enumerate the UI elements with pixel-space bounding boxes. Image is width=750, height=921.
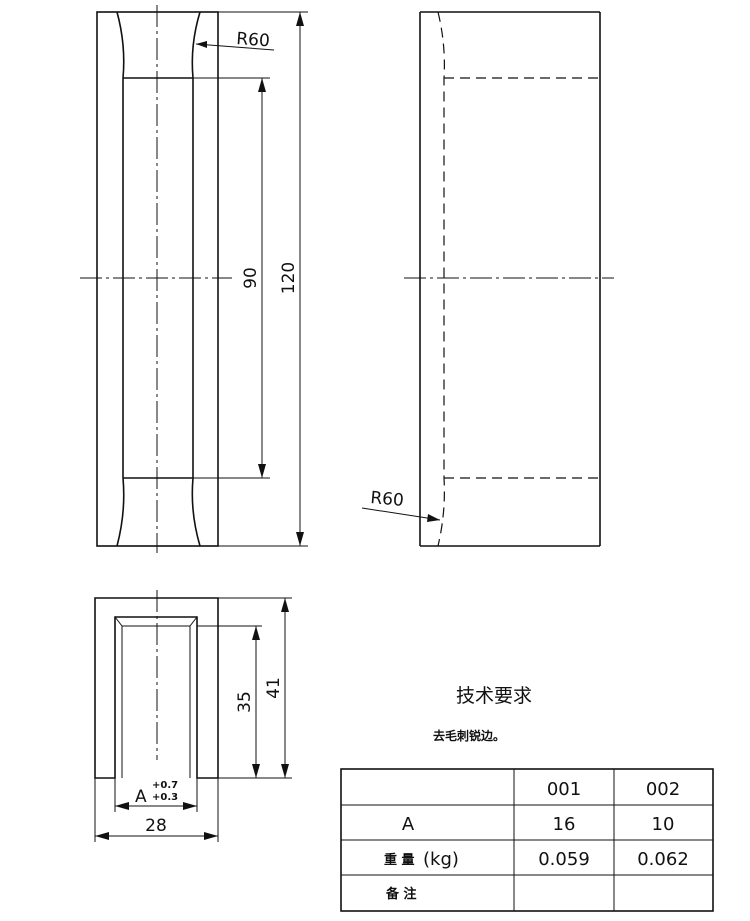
technical-notes: 技术要求 去毛刺锐边。 [433, 685, 532, 743]
d35-label: 35 [235, 691, 255, 713]
da-tol-upper: +0.7 [152, 780, 178, 791]
d120-arrow-top [296, 12, 304, 26]
specs-table: 001 002 A 16 10 重 量 (kg) 0.059 0.062 备 注 [340, 768, 714, 912]
r60-top-arrowhead [196, 41, 207, 48]
side-hidden-profile [437, 11, 445, 547]
front-arc-top-right [191, 11, 201, 79]
front-view: R60 90 120 [80, 5, 308, 553]
d28-label: 28 [145, 816, 167, 836]
end-view: 35 41 A +0.7 +0.3 28 [94, 590, 292, 842]
da-label: A [135, 787, 147, 807]
d28-arrow-right [204, 832, 218, 840]
side-view: R60 [361, 11, 614, 547]
r60-top-leader [195, 43, 275, 51]
table-row-weight-label: 重 量 [384, 852, 415, 868]
d41-arrow-top [281, 598, 289, 612]
r60-side-label: R60 [370, 488, 405, 511]
end-chamfer-right [189, 616, 198, 627]
table-header-002: 002 [646, 779, 680, 800]
table-header-001: 001 [547, 779, 581, 800]
front-arc-bottom-right [191, 477, 201, 547]
notes-line1: 去毛刺锐边。 [433, 728, 505, 743]
d28-arrow-left [95, 832, 109, 840]
r60-side-arrowhead [427, 514, 440, 522]
table-row-weight-001: 0.059 [538, 849, 590, 870]
d90-label: 90 [241, 267, 261, 289]
end-chamfer-left [114, 616, 123, 627]
d35-arrow-top [252, 626, 260, 640]
table-row-a-001: 16 [553, 814, 576, 835]
table-row-weight-unit: (kg) [423, 849, 459, 870]
table-row-a-label: A [402, 814, 415, 835]
front-arc-bottom-left [116, 477, 125, 547]
d120-label: 120 [279, 262, 299, 294]
d90-arrow-top [258, 78, 266, 92]
front-arc-top-left [116, 11, 125, 79]
notes-title: 技术要求 [456, 685, 532, 707]
da-arrow-right [183, 802, 197, 810]
table-row-weight-002: 0.062 [637, 849, 689, 870]
table-row-a-002: 10 [652, 814, 675, 835]
table-row-remarks-label: 备 注 [385, 886, 417, 902]
da-tol-lower: +0.3 [152, 792, 178, 803]
d41-label: 41 [264, 677, 284, 699]
r60-top-label: R60 [236, 29, 271, 51]
d90-arrow-bottom [258, 464, 266, 478]
d41-arrow-bottom [281, 764, 289, 778]
d35-arrow-bottom [252, 764, 260, 778]
r60-side-leader [361, 507, 441, 521]
d120-arrow-bottom [296, 532, 304, 546]
da-arrow-left [115, 802, 129, 810]
